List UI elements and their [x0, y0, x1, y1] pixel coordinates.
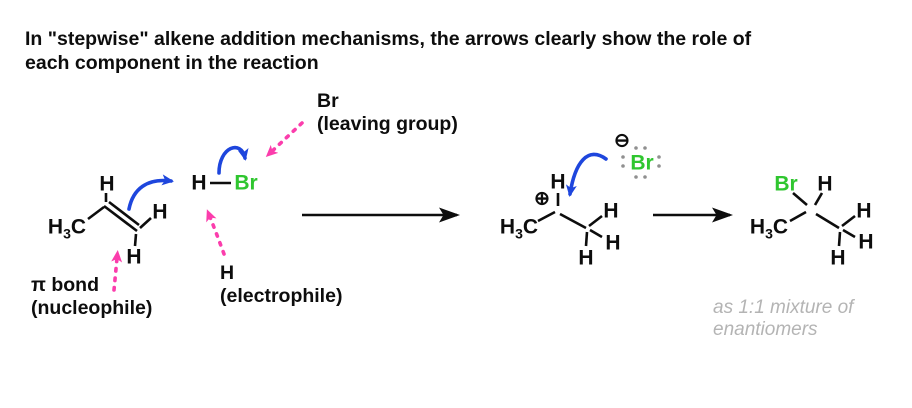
role-arrow-leaving-group [265, 121, 304, 158]
atom-h-cplus-top: H [550, 170, 566, 194]
atom-h-upright-carbocation: H [603, 199, 619, 223]
leaving-group-atom: Br [317, 90, 339, 112]
product-note-line-2: enantiomers [713, 319, 818, 340]
propene-skeleton [87, 193, 152, 247]
minus-charge-icon: ⊖ [614, 130, 630, 152]
double-bond-main [103, 204, 138, 233]
lone-pair-dot [634, 146, 638, 150]
atom-label: C [522, 215, 539, 239]
lone-pair-dot [621, 155, 625, 159]
atom-h-of-hbr: H [191, 171, 207, 195]
title-line-2: each component in the reaction [25, 52, 319, 74]
subscript-3: 3 [515, 225, 523, 242]
atom-h-c1-top: H [99, 172, 115, 196]
bond-br-c [792, 192, 808, 206]
atom-label: H [499, 215, 516, 239]
product-skeleton [789, 192, 856, 247]
bond-c2-h-bottom [133, 233, 138, 247]
bond-ch3-h-bottom [584, 231, 589, 247]
atom-h-bottom-product: H [830, 246, 846, 270]
subscript-3: 3 [63, 225, 71, 242]
curly-arrow-hbr-bond-to-br [217, 145, 249, 175]
bond-ch3-h-downright [842, 228, 856, 239]
atom-h-downright-carbocation: H [605, 231, 621, 255]
atom-h-downright-product: H [858, 230, 874, 254]
atom-h-c2-bottom: H [126, 245, 142, 269]
role-arrow-nucleophile [111, 250, 123, 292]
nucleophile-label: π bond (nucleophile) [31, 274, 152, 320]
atom-label: H [47, 215, 64, 239]
atom-bromide: Br [630, 151, 654, 175]
bond-ch3-c1 [87, 205, 105, 221]
double-bond-inner [108, 200, 140, 227]
atom-h-upright-product: H [856, 199, 872, 223]
nucleophile-atom: π bond [31, 274, 99, 296]
lone-pair-dot [643, 146, 647, 150]
lone-pair-dot [621, 164, 625, 168]
subscript-3: 3 [765, 225, 773, 242]
bond-ch3-cplus [537, 210, 556, 223]
lone-pair-dot [634, 175, 638, 179]
bond-ch3-h-downright [589, 228, 603, 239]
plus-charge-icon: ⊕ [534, 188, 550, 210]
electrophile-label: H (electrophile) [220, 262, 342, 308]
leaving-group-label: Br (leaving group) [317, 90, 458, 136]
bond-c2-h-right [139, 217, 152, 229]
bromide-lone-pairs [621, 146, 661, 179]
atom-br-of-hbr: Br [234, 171, 258, 195]
lone-pair-dot [643, 175, 647, 179]
title: In "stepwise" alkene addition mechanisms… [25, 27, 751, 75]
electrophile-role: (electrophile) [220, 285, 343, 307]
atom-h-c2-right: H [152, 200, 168, 224]
lone-pair-dot [657, 155, 661, 159]
role-arrow-electrophile [206, 209, 226, 256]
bond-ch3-c [789, 210, 807, 223]
bond-cplus-ch3 [559, 212, 587, 230]
curly-arrow-pi-to-h [127, 174, 174, 211]
product-note: as 1:1 mixture of enantiomers [713, 297, 853, 341]
bond-ch3-h-upright [841, 214, 856, 228]
atom-h3c-carbocation: H3C [499, 215, 539, 241]
atom-label: C [772, 215, 789, 239]
atom-label: H [749, 215, 766, 239]
carbocation-skeleton [537, 193, 603, 247]
bond-ch3-h-bottom [837, 231, 842, 247]
electrophile-atom: H [220, 262, 235, 284]
product-note-line-1: as 1:1 mixture of [713, 297, 854, 318]
bond-ch3-h-upright [588, 214, 603, 228]
title-line-1: In "stepwise" alkene addition mechanisms… [25, 28, 752, 50]
atom-label: C [70, 215, 87, 239]
atom-h3c-propene: H3C [47, 215, 87, 241]
bond-h-c [813, 192, 824, 206]
atom-br-product: Br [774, 172, 798, 196]
atom-h3c-product: H3C [749, 215, 789, 241]
atom-h-bottom-carbocation: H [578, 246, 594, 270]
nucleophile-role: (nucleophile) [31, 297, 153, 319]
atom-h-c-top-product: H [817, 172, 833, 196]
curly-arrow-br-to-carbocation [565, 152, 608, 197]
leaving-group-role: (leaving group) [317, 113, 458, 135]
bond-c-ch3 [815, 212, 840, 230]
lone-pair-dot [657, 164, 661, 168]
